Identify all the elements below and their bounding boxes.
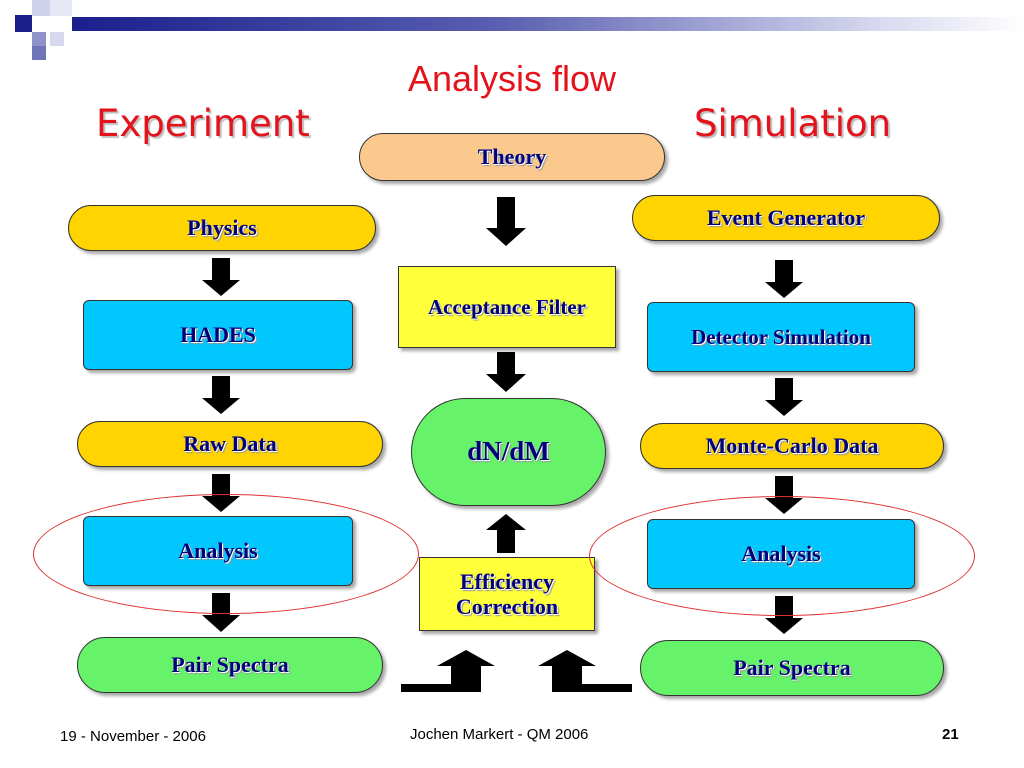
detector-simulation-label: Detector Simulation [691, 324, 871, 349]
experiment-pair-spectra-box: Pair Spectra [77, 637, 383, 693]
dndm-box: dN/dM [411, 398, 606, 506]
simulation-heading: Simulation [694, 102, 892, 145]
experiment-heading: Experiment [96, 102, 310, 145]
corner-square-light [50, 32, 64, 46]
efficiency-label-line1: Efficiency [459, 568, 555, 594]
raw-data-box: Raw Data [77, 421, 383, 467]
efficiency-label-line2: Correction [455, 594, 559, 619]
physics-box: Physics [68, 205, 376, 251]
slide-number: 21 [942, 726, 959, 743]
dndm-label: dN/dM [467, 436, 550, 467]
physics-label: Physics [187, 215, 257, 241]
experiment-pair-spectra-label: Pair Spectra [171, 652, 289, 678]
slide-title: Analysis flow [407, 58, 617, 99]
corner-square-light [50, 0, 72, 16]
arrow-acceptance-to-dndm [486, 352, 526, 392]
simulation-analysis-highlight-ring [589, 496, 975, 616]
arrow-generator-to-detector [765, 260, 803, 298]
arrow-exp-elbow [401, 650, 495, 692]
arrow-efficiency-to-dndm [486, 514, 526, 553]
theory-box: Theory [359, 133, 665, 181]
event-generator-label: Event Generator [706, 205, 866, 231]
footer-date: 19 - November - 2006 [60, 728, 206, 745]
theory-label: Theory [477, 144, 547, 170]
footer-author: Jochen Markert - QM 2006 [410, 726, 589, 743]
corner-square-navy [15, 15, 32, 32]
experiment-analysis-highlight-ring [33, 494, 419, 614]
hades-label: HADES [180, 322, 256, 348]
arrow-theory-to-acceptance [486, 197, 526, 246]
simulation-pair-spectra-box: Pair Spectra [640, 640, 944, 696]
arrow-detector-to-mcdata [765, 378, 803, 416]
arrow-physics-to-hades [202, 258, 240, 296]
monte-carlo-data-box: Monte-Carlo Data [640, 423, 944, 469]
acceptance-filter-label: Acceptance Filter [427, 294, 586, 319]
event-generator-box: Event Generator [632, 195, 940, 241]
acceptance-filter-box: Acceptance Filter [398, 266, 616, 348]
hades-box: HADES [83, 300, 353, 370]
monte-carlo-data-label: Monte-Carlo Data [705, 433, 879, 459]
corner-square-mid [32, 46, 46, 60]
arrow-hades-to-rawdata [202, 376, 240, 414]
efficiency-correction-box: Efficiency Correction [419, 557, 595, 631]
detector-simulation-box: Detector Simulation [647, 302, 915, 372]
corner-square-mid [32, 32, 46, 46]
corner-square-light [32, 0, 50, 16]
header-bar [72, 17, 1024, 31]
arrow-sim-elbow [538, 650, 632, 692]
raw-data-label: Raw Data [183, 431, 277, 457]
simulation-pair-spectra-label: Pair Spectra [733, 655, 851, 681]
